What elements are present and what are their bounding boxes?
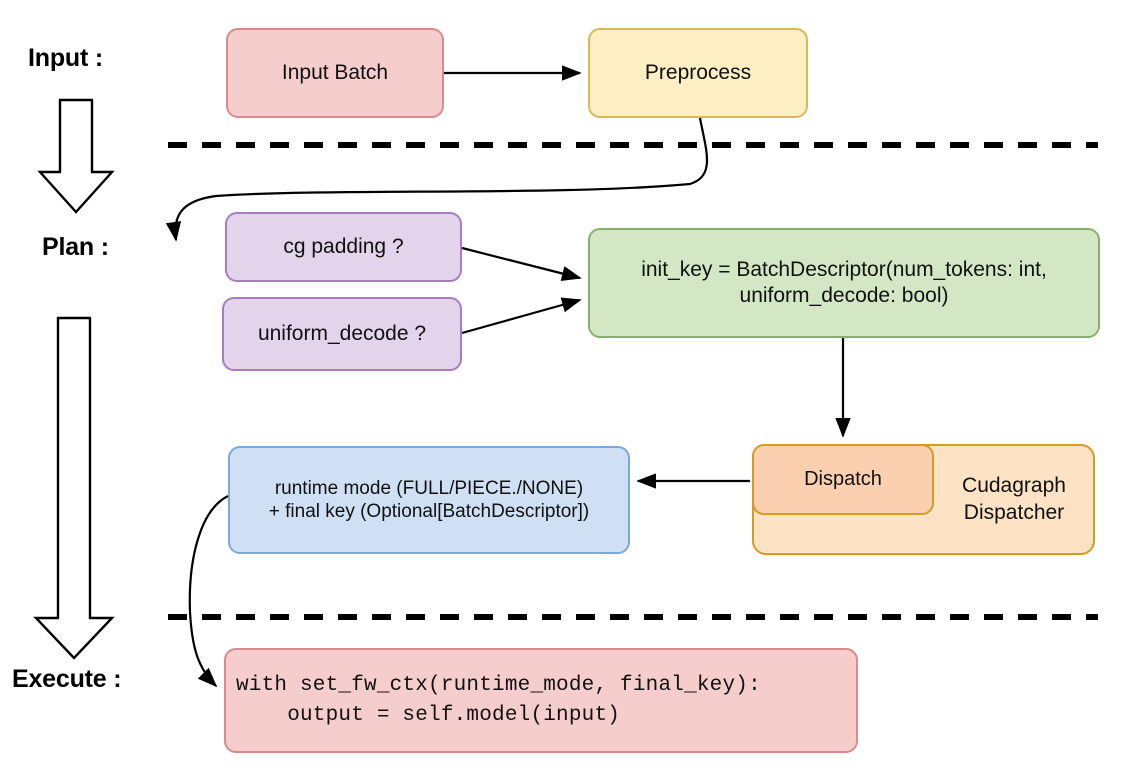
node-init-key-line2: uniform_decode: bool) <box>739 284 949 307</box>
node-runtime-mode[interactable]: runtime mode (FULL/PIECE./NONE) + final … <box>228 446 630 554</box>
edge-cg-padding-to-init-key <box>461 246 582 282</box>
node-dispatch[interactable]: Dispatch <box>752 444 934 515</box>
edge-uniform-decode-to-init-key <box>461 297 582 335</box>
node-runtime-mode-line2: + final key (Optional[BatchDescriptor]) <box>268 501 590 522</box>
node-cg-padding[interactable]: cg padding ? <box>225 212 462 282</box>
node-init-key-line1: init_key = BatchDescriptor(num_tokens: i… <box>641 258 1047 282</box>
node-runtime-mode-line1: runtime mode (FULL/PIECE./NONE) <box>274 477 584 499</box>
node-execute-code-line1: with set_fw_ctx(runtime_mode, final_key)… <box>236 673 761 697</box>
plan-to-execute-block-arrow <box>33 316 115 660</box>
input-to-plan-block-arrow <box>37 98 115 214</box>
node-init-key[interactable]: init_key = BatchDescriptor(num_tokens: i… <box>588 228 1100 338</box>
node-execute-code[interactable]: with set_fw_ctx(runtime_mode, final_key)… <box>224 648 858 753</box>
node-execute-code-line2: output = self.model(input) <box>236 703 621 727</box>
stage-label-input: Input : <box>28 44 103 72</box>
stage-label-plan: Plan : <box>42 233 109 261</box>
node-input-batch[interactable]: Input Batch <box>226 28 444 118</box>
stage-label-execute: Execute : <box>12 665 122 693</box>
edge-runtime-mode-to-execute-code <box>188 495 229 688</box>
node-uniform-decode[interactable]: uniform_decode ? <box>222 297 462 371</box>
node-preprocess[interactable]: Preprocess <box>588 28 808 118</box>
